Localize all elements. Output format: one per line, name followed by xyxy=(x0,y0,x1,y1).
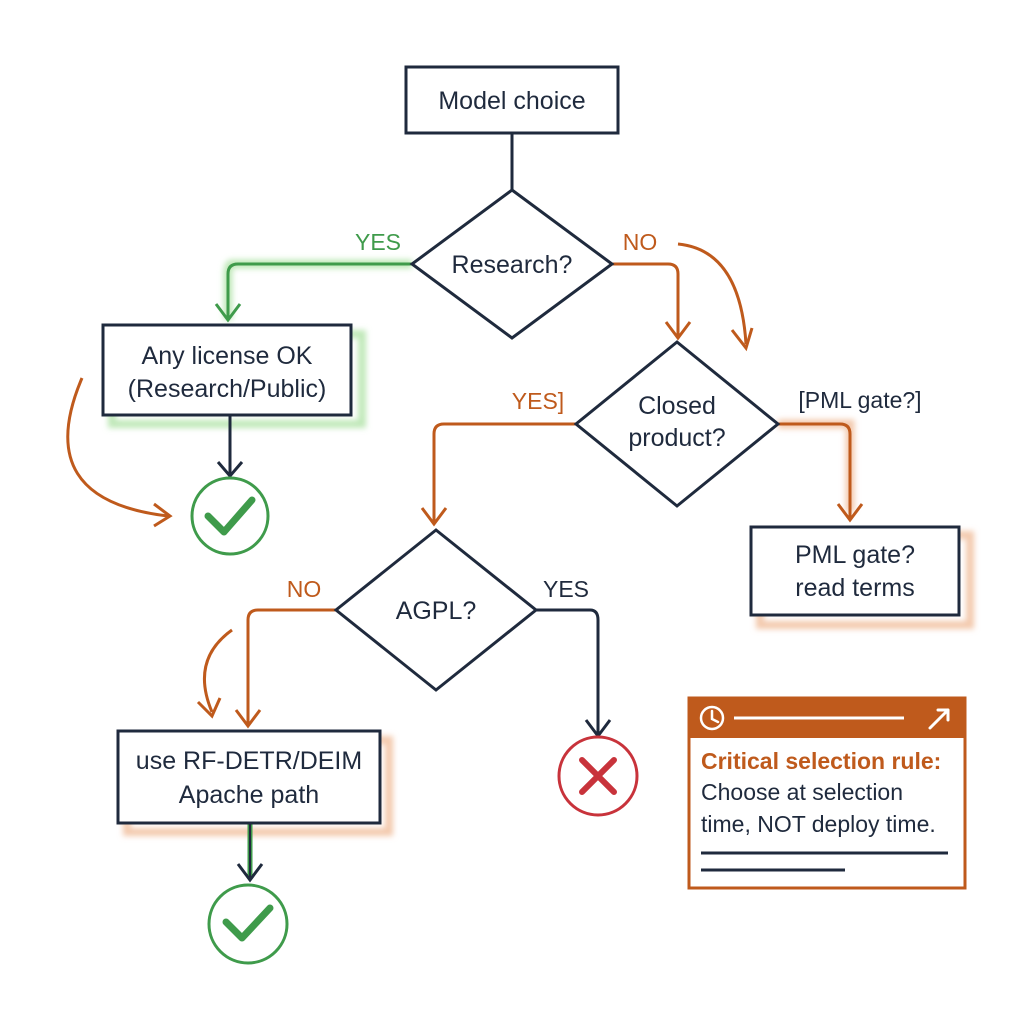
edge-research-no xyxy=(612,262,680,338)
any-license-line2: (Research/Public) xyxy=(128,375,327,403)
curved-arrowhead-license xyxy=(153,502,173,528)
arrowhead-closed-yes xyxy=(420,507,448,527)
agpl-yes-label: YES xyxy=(543,576,589,602)
research-no-label: NO xyxy=(623,229,658,255)
research-decision: Research? xyxy=(409,188,615,340)
any-license-node: Any license OK (Research/Public) xyxy=(101,323,353,417)
curved-arrow-license xyxy=(66,377,169,518)
closed-pml-label: [PML gate?] xyxy=(798,387,921,413)
connectors xyxy=(66,134,864,883)
x-icon xyxy=(557,735,639,817)
check-icon xyxy=(207,883,289,965)
pml-gate-line2: read terms xyxy=(795,574,914,602)
agpl-label: AGPL? xyxy=(396,597,477,625)
closed-yes-label: YES] xyxy=(512,388,564,414)
research-yes-label: YES xyxy=(355,229,401,255)
curved-arrowhead-research-no xyxy=(730,327,754,352)
curved-arrow-agpl-no xyxy=(202,628,233,713)
pml-gate-line1: PML gate? xyxy=(795,541,915,569)
arrowhead-rfdetr-to-check xyxy=(236,863,264,883)
clock-icon xyxy=(699,705,725,731)
edge-research-yes xyxy=(226,262,412,318)
pml-gate-node: PML gate? read terms xyxy=(749,525,961,617)
arrowhead-research-no xyxy=(664,321,692,341)
check-icon xyxy=(190,476,270,556)
note-line2: time, NOT deploy time. xyxy=(701,811,936,837)
edge-agpl-no xyxy=(246,608,336,726)
curved-arrow-research-no xyxy=(677,242,748,345)
model-choice-node: Model choice xyxy=(404,65,620,135)
use-rfdetr-node: use RF-DETR/DEIM Apache path xyxy=(116,729,382,825)
research-label: Research? xyxy=(452,251,573,279)
arrowhead-license-to-check xyxy=(216,461,244,479)
critical-rule-note: Critical selection rule: Choose at selec… xyxy=(687,696,967,890)
arrowhead-closed-pml xyxy=(836,503,864,523)
edge-closed-pml xyxy=(778,422,852,520)
closed-product-line2: product? xyxy=(628,424,725,452)
edge-closed-yes xyxy=(432,422,576,524)
closed-product-decision: Closed product? xyxy=(573,340,781,508)
note-title: Critical selection rule: xyxy=(701,748,941,774)
note-line1: Choose at selection xyxy=(701,779,903,805)
use-rfdetr-line1: use RF-DETR/DEIM xyxy=(136,747,362,775)
arrowhead-agpl-no xyxy=(234,709,262,729)
expand-arrow-icon xyxy=(928,708,950,730)
arrowhead-research-yes xyxy=(214,303,242,323)
use-rfdetr-line2: Apache path xyxy=(179,781,319,809)
closed-product-line1: Closed xyxy=(638,392,716,420)
curved-arrowhead-agpl-no xyxy=(196,697,222,719)
agpl-no-label: NO xyxy=(287,576,322,602)
any-license-line1: Any license OK xyxy=(142,342,313,370)
agpl-decision: AGPL? xyxy=(333,528,539,692)
model-choice-label: Model choice xyxy=(438,87,585,115)
edge-agpl-yes xyxy=(536,608,600,736)
